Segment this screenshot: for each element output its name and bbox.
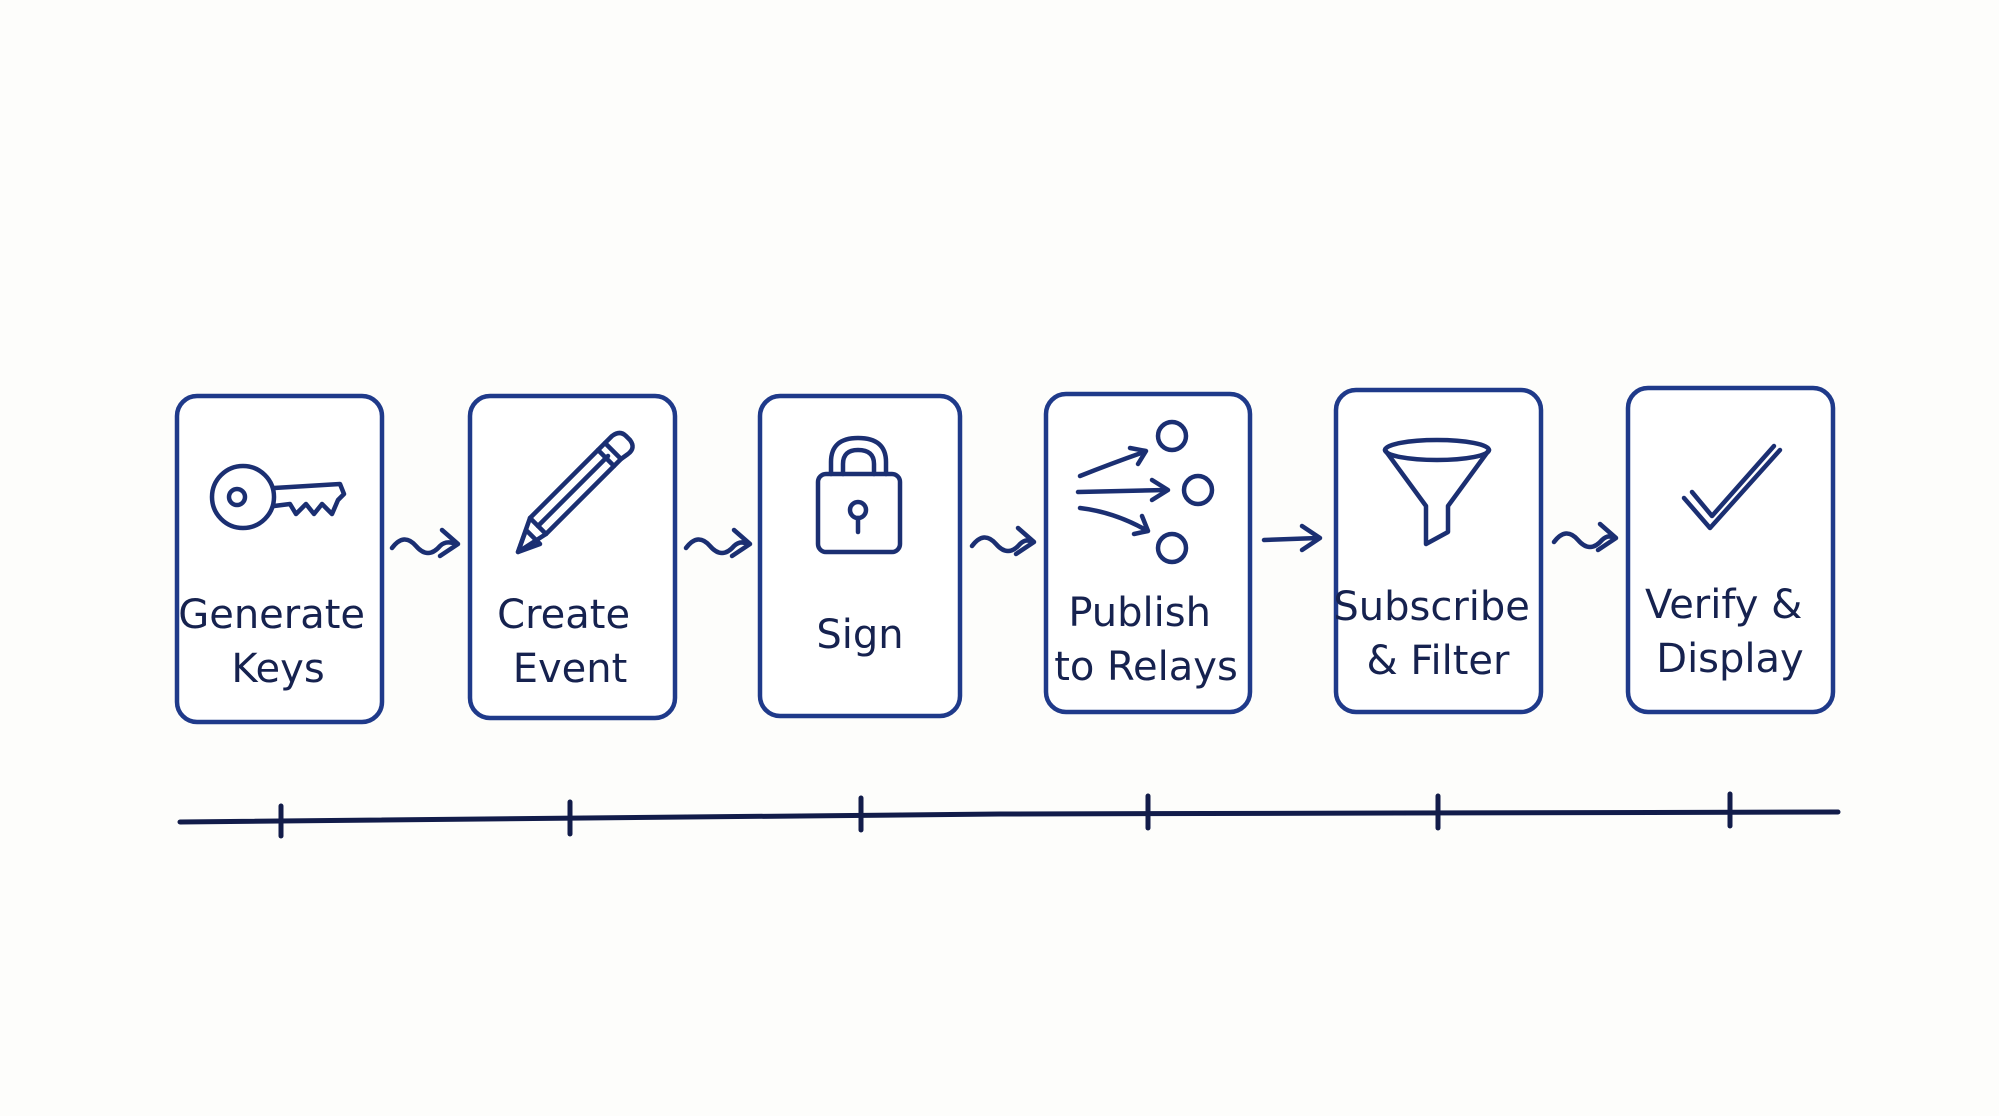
padlock-icon <box>815 435 903 555</box>
step-box <box>1333 387 1544 715</box>
straight-arrow-connector <box>1261 523 1323 553</box>
step-label-line: Subscribe <box>1333 584 1530 630</box>
step-label: Verify & Display <box>1645 582 1815 682</box>
squiggle-arrow-connector <box>1551 521 1619 553</box>
step-box <box>1625 385 1836 715</box>
checkmark-icon <box>1681 443 1783 531</box>
step-box <box>467 393 678 721</box>
step-label-line: Create <box>497 592 630 638</box>
step-sign: Sign <box>757 393 963 719</box>
step-generate-keys: Generate Keys <box>174 393 385 725</box>
step-label: Generate Keys <box>178 592 378 692</box>
step-label: Publish to Relays <box>1054 590 1238 690</box>
step-label-line: Sign <box>816 612 903 658</box>
step-label-line: Display <box>1656 636 1803 682</box>
step-label-line: Publish <box>1068 590 1211 636</box>
step-box <box>757 393 963 719</box>
step-label: Create Event <box>497 592 643 692</box>
step-subscribe-and-filter: Subscribe & Filter <box>1333 387 1544 715</box>
step-create-event: Create Event <box>467 393 678 721</box>
pencil-icon <box>515 430 635 555</box>
step-publish-to-relays: Publish to Relays <box>1043 391 1253 715</box>
timeline-line <box>177 809 1841 825</box>
step-box <box>1043 391 1253 715</box>
broadcast-arrows-icon <box>1075 419 1215 565</box>
step-box <box>174 393 385 725</box>
step-label-line: Verify & <box>1645 582 1802 628</box>
step-label-line: & Filter <box>1367 638 1511 684</box>
funnel-icon <box>1382 437 1492 547</box>
step-label: Sign <box>816 612 903 658</box>
step-label: Subscribe & Filter <box>1333 584 1542 684</box>
squiggle-arrow-connector <box>969 525 1037 557</box>
step-verify-and-display: Verify & Display <box>1625 385 1836 715</box>
squiggle-arrow-connector <box>389 527 461 559</box>
step-label-line: Keys <box>231 646 324 692</box>
step-label-line: Generate <box>178 592 365 638</box>
key-icon <box>209 463 347 531</box>
squiggle-arrow-connector <box>683 527 753 559</box>
step-label-line: Event <box>513 646 628 692</box>
step-label-line: to Relays <box>1054 644 1238 690</box>
timeline <box>177 791 1841 839</box>
